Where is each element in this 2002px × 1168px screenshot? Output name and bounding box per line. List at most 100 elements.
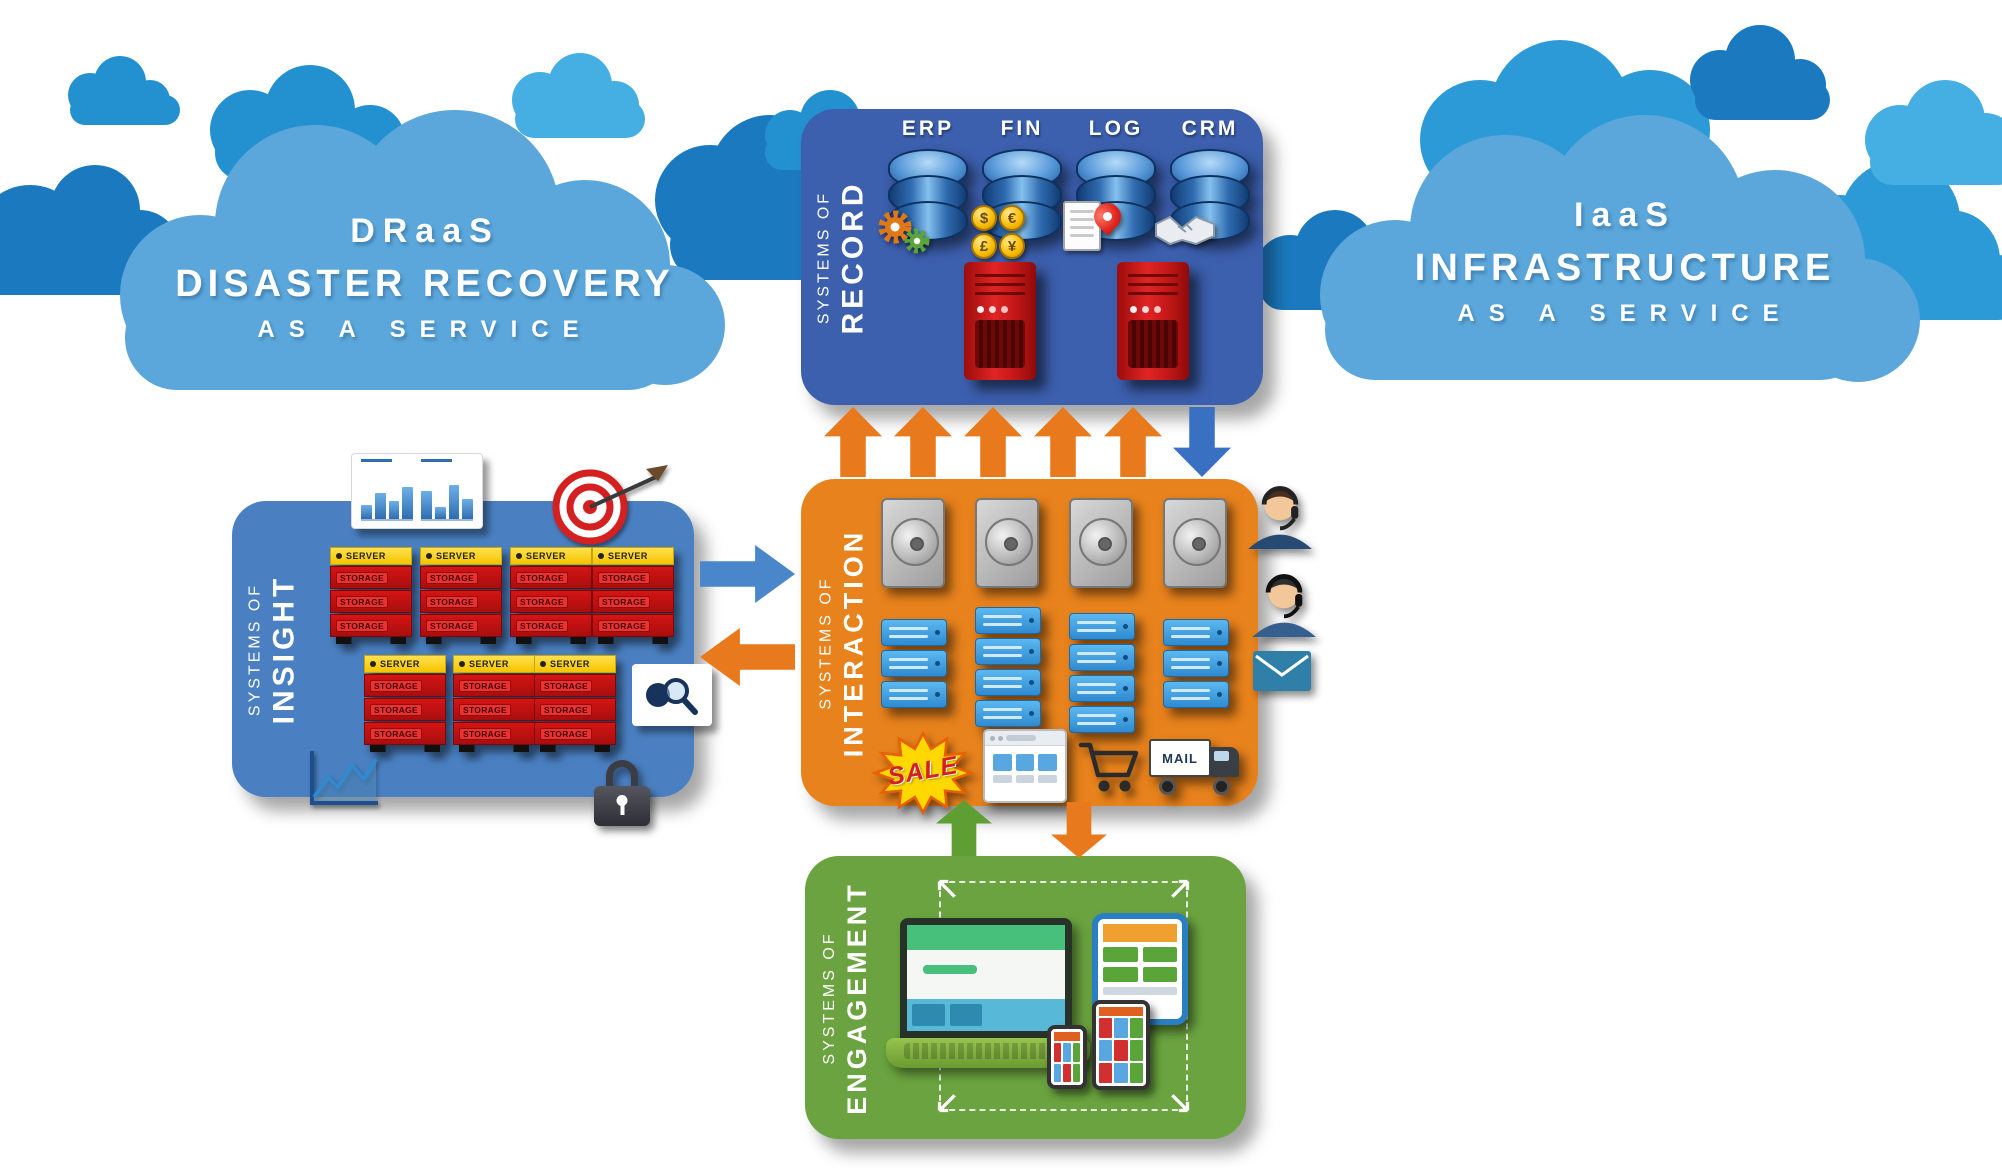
- search-analysis-icon: [632, 664, 712, 726]
- title-prefix: SYSTEMS OF: [815, 190, 833, 324]
- magnifier-icon: [646, 678, 698, 715]
- tablet-header: [1103, 924, 1177, 942]
- truck-box: MAIL: [1149, 739, 1211, 777]
- title-main: RECORD: [836, 179, 870, 335]
- title-main: ENGAGEMENT: [842, 880, 873, 1115]
- draas-cloud-shape: [120, 110, 725, 390]
- smartphone-icon: [1047, 1025, 1087, 1089]
- storage-row: STORAGE: [534, 674, 616, 697]
- blade-server-stack: [881, 619, 947, 712]
- db-label-erp: ERP: [901, 117, 955, 140]
- gears-icon: [873, 205, 933, 257]
- hard-drive-icon: [975, 498, 1039, 588]
- systems-of-engagement-title: SYSTEMS OF ENGAGEMENT: [805, 856, 889, 1139]
- tablet-tiles: [1103, 947, 1177, 982]
- expand-arrow-icon: [1171, 1094, 1190, 1113]
- cloud-shape: [1865, 80, 2002, 185]
- systems-of-record-panel: SYSTEMS OF RECORD ERP FIN LOG CRM $ € £ …: [801, 109, 1263, 405]
- truck-label: MAIL: [1162, 750, 1198, 766]
- storage-server-rack: SERVER STORAGE STORAGE STORAGE: [534, 655, 616, 752]
- title-main: INSIGHT: [267, 574, 301, 724]
- expand-arrow-icon: [1171, 879, 1190, 898]
- server-header: SERVER: [534, 655, 616, 673]
- laptop-screen: [900, 918, 1072, 1038]
- db-label-log: LOG: [1088, 117, 1144, 140]
- support-agent-icon: [1245, 479, 1315, 549]
- title-main: INTERACTION: [838, 528, 868, 757]
- db-label-crm: CRM: [1181, 117, 1239, 140]
- currency-coins-icon: $ € £ ¥: [971, 205, 1025, 259]
- iaas-acronym: IaaS: [1574, 196, 1676, 234]
- document-location-pin-icon: [1063, 197, 1127, 255]
- storage-row: STORAGE: [592, 614, 674, 637]
- iaas-cloud-label: IaaS INFRASTRUCTURE AS A SERVICE: [1365, 196, 1885, 328]
- server-header: SERVER: [592, 547, 674, 565]
- systems-of-insight-panel: SYSTEMS OF INSIGHT SERVER STORAGE STORAG…: [232, 453, 712, 826]
- tower-leds: [1130, 306, 1137, 313]
- hard-drive-icon: [1163, 498, 1227, 588]
- bar-chart-icon: [351, 453, 483, 529]
- blade-server-stack: [1163, 619, 1229, 712]
- server-header: SERVER: [510, 547, 592, 565]
- storage-server-rack: SERVER STORAGE STORAGE STORAGE: [330, 547, 412, 644]
- storage-row: STORAGE: [420, 590, 502, 613]
- handshake-icon: [1155, 213, 1215, 254]
- phone-header: [1054, 1032, 1080, 1041]
- db-label-fin: FIN: [1000, 117, 1044, 140]
- storage-row: STORAGE: [534, 722, 616, 745]
- envelope-icon: [1253, 651, 1311, 696]
- server-header: SERVER: [420, 547, 502, 565]
- lock-shackle: [606, 760, 638, 786]
- browser-toolbar: [985, 731, 1065, 746]
- storage-row: STORAGE: [420, 614, 502, 637]
- lock-icon: [594, 760, 650, 826]
- tower-leds: [977, 306, 984, 313]
- storage-row: STORAGE: [510, 590, 592, 613]
- server-header: SERVER: [453, 655, 535, 673]
- iaas-name: INFRASTRUCTURE: [1414, 247, 1836, 289]
- server-tower-icon: [964, 262, 1036, 380]
- storage-server-rack: SERVER STORAGE STORAGE STORAGE: [364, 655, 446, 752]
- server-header: SERVER: [330, 547, 412, 565]
- coin-yen: ¥: [999, 233, 1025, 259]
- phone-tiles: [1099, 1018, 1143, 1083]
- storage-row: STORAGE: [330, 590, 412, 613]
- blade-server-stack: [1069, 613, 1135, 737]
- storage-row: STORAGE: [592, 590, 674, 613]
- tablet-icon: [1092, 913, 1188, 1025]
- coin-euro: €: [999, 205, 1025, 231]
- systems-of-engagement-panel: SYSTEMS OF ENGAGEMENT: [805, 856, 1246, 1139]
- server-header: SERVER: [364, 655, 446, 673]
- chart-panel: [361, 459, 413, 521]
- tablet-row: [1103, 987, 1177, 995]
- storage-row: STORAGE: [453, 674, 535, 697]
- webpage-nav: [907, 999, 1065, 1031]
- title-prefix: SYSTEMS OF: [246, 582, 264, 716]
- iaas-suffix: AS A SERVICE: [1457, 300, 1793, 327]
- keyhole: [616, 795, 628, 815]
- sale-burst-icon: SALE: [871, 730, 975, 816]
- storage-row: STORAGE: [453, 722, 535, 745]
- storage-row: STORAGE: [453, 698, 535, 721]
- storage-row: STORAGE: [364, 698, 446, 721]
- laptop-webpage: [907, 925, 1065, 1031]
- server-tower-icon: [1117, 262, 1189, 380]
- webpage-body: [907, 950, 1065, 1000]
- storage-row: STORAGE: [330, 566, 412, 589]
- cloud-shape: [1690, 25, 1830, 120]
- smartphone-icon: [1092, 1000, 1150, 1090]
- systems-of-interaction-panel: SYSTEMS OF INTERACTION SALE: [801, 479, 1316, 816]
- support-agent-icon: [1249, 567, 1319, 637]
- lock-body: [594, 786, 650, 826]
- systems-of-insight-title: SYSTEMS OF INSIGHT: [232, 501, 316, 797]
- truck-wheel: [1159, 778, 1176, 795]
- storage-row: STORAGE: [330, 614, 412, 637]
- storage-server-rack: SERVER STORAGE STORAGE STORAGE: [510, 547, 592, 644]
- storage-row: STORAGE: [510, 614, 592, 637]
- browser-window-icon: [983, 729, 1067, 803]
- target-dart-icon: [550, 461, 670, 552]
- phone-header: [1099, 1007, 1143, 1016]
- storage-row: STORAGE: [592, 566, 674, 589]
